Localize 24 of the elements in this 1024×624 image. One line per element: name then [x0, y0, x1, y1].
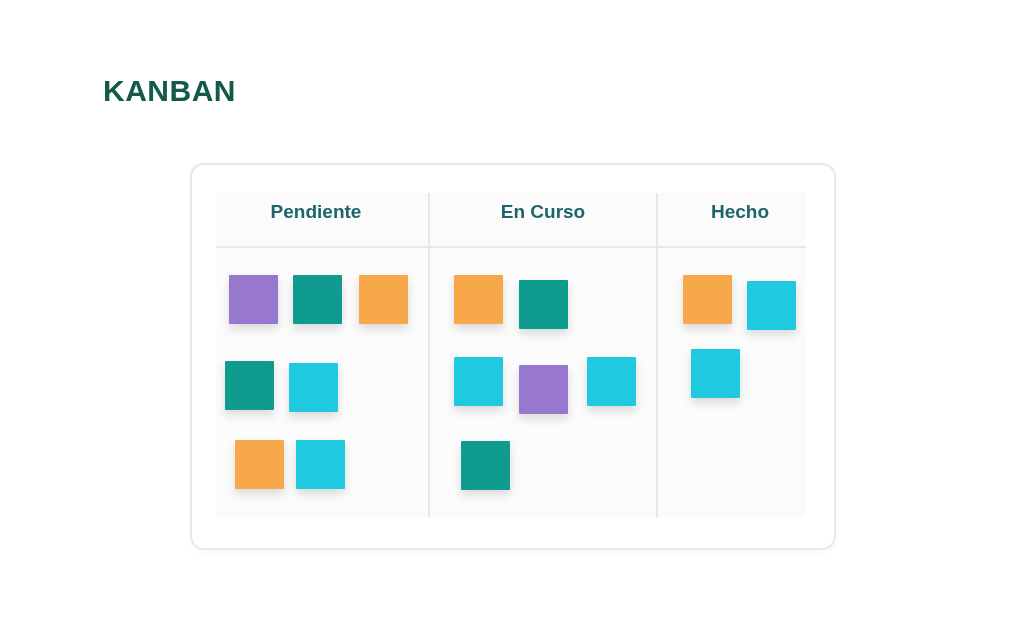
sticky-note-icon — [454, 357, 503, 406]
sticky-note-icon — [461, 441, 510, 490]
sticky-note-icon — [296, 440, 345, 489]
column-header: Hecho — [710, 200, 770, 224]
sticky-note-icon — [289, 363, 338, 412]
sticky-note-icon — [454, 275, 503, 324]
sticky-note-icon — [683, 275, 732, 324]
column-header: Pendiente — [270, 200, 362, 224]
sticky-note-icon — [519, 365, 568, 414]
kanban-board — [190, 163, 836, 550]
board-column — [658, 193, 806, 518]
sticky-note-icon — [229, 275, 278, 324]
column-header: En Curso — [500, 200, 586, 224]
sticky-note-icon — [691, 349, 740, 398]
sticky-note-icon — [293, 275, 342, 324]
sticky-note-icon — [747, 281, 796, 330]
board-column — [216, 193, 430, 518]
page-title: KANBAN — [103, 74, 236, 108]
sticky-note-icon — [519, 280, 568, 329]
sticky-note-icon — [235, 440, 284, 489]
sticky-note-icon — [225, 361, 274, 410]
sticky-note-icon — [587, 357, 636, 406]
sticky-note-icon — [359, 275, 408, 324]
board-column — [430, 193, 658, 518]
